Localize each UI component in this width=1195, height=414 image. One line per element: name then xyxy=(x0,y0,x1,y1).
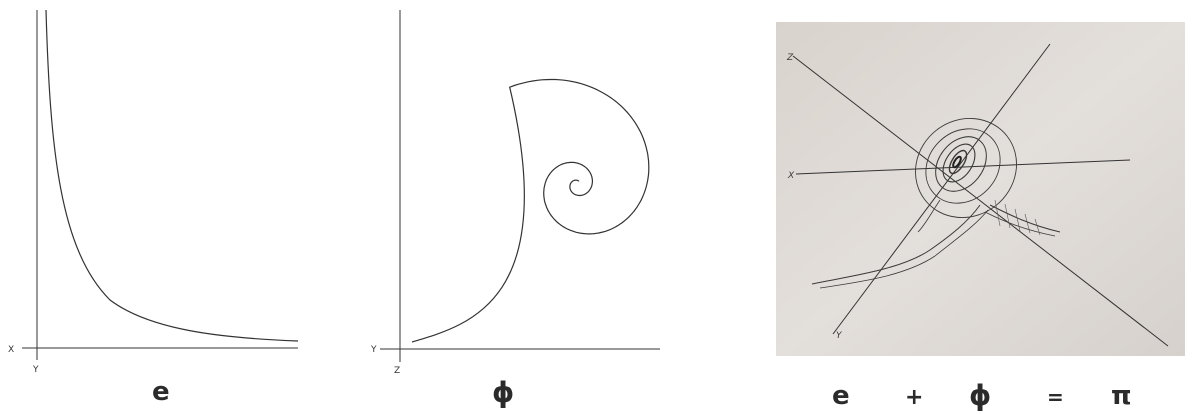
sketch-axis-label-x: X xyxy=(787,171,795,181)
panel-phi-axis-label-y: Y xyxy=(370,345,377,355)
panel-phi-caption: ϕ xyxy=(492,376,514,409)
equation-term-e: e xyxy=(832,381,850,411)
equation-result-pi: π xyxy=(1111,381,1132,411)
equation-term-phi: ϕ xyxy=(969,379,991,412)
sketch-axis-label-z: Z xyxy=(786,53,794,63)
equation-equals: = xyxy=(1047,385,1064,409)
sketch-photo-background xyxy=(776,22,1185,356)
panel-e-caption: e xyxy=(152,377,170,407)
panel-phi: Y Z ϕ xyxy=(370,10,660,409)
panel-e-axis-label-y: Y xyxy=(32,365,39,375)
panel-e: X Y e xyxy=(8,10,298,407)
panel-sketch: Z X Y e + ϕ xyxy=(776,22,1185,412)
panel-e-axis-label-x: X xyxy=(8,345,14,355)
panel-phi-axis-label-z: Z xyxy=(394,366,400,376)
panel-phi-spiral xyxy=(412,80,649,343)
equation-plus: + xyxy=(905,385,923,410)
panel-e-decay-curve xyxy=(46,10,298,341)
